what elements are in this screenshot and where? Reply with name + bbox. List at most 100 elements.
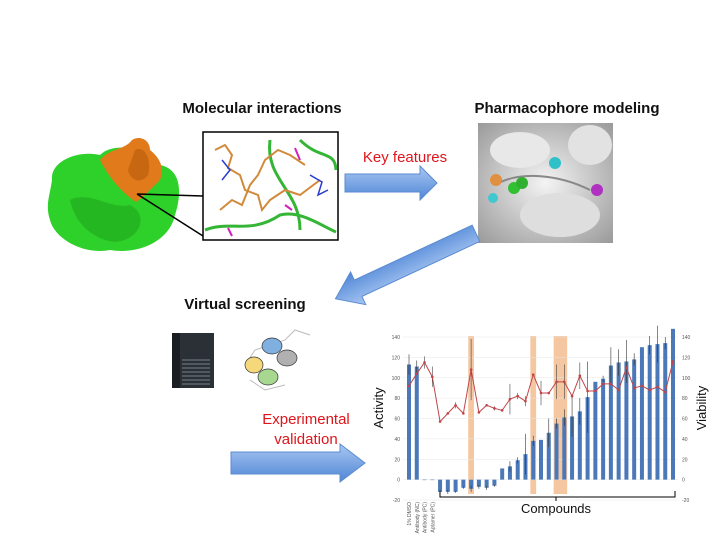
highlight-band [468,336,474,494]
x-axis-label-compounds: Compounds [521,501,592,516]
viability-point [493,407,496,410]
activity-bar [453,479,458,492]
y-tick-label: -20 [393,498,400,504]
viability-point [415,372,419,375]
control-label: Antibody (NC) [415,502,421,534]
activity-bar [407,364,411,480]
viability-point [430,375,434,379]
viability-point [663,390,667,394]
viability-point [671,360,675,363]
y2-tick-label: 80 [682,396,688,402]
activity-bar [570,416,575,480]
activity-bar [593,381,598,480]
activity-bar [546,432,551,480]
activity-bar [624,361,629,480]
activity-bar [484,479,489,488]
y2-tick-label: -20 [682,498,689,504]
title-molecular-interactions: Molecular interactions [182,100,341,117]
activity-bar [507,466,512,480]
experimental-label: Experimental [262,411,350,428]
activity-bar [655,344,660,480]
activity-bar [438,479,443,492]
viability-point [531,373,535,376]
viability-point [609,382,613,386]
activity-bar [515,460,520,480]
control-label: 1% DMSO [407,502,413,526]
compound-features-icon [244,329,311,391]
viability-point [539,391,543,395]
title-pharmacophore-modeling: Pharmacophore modeling [474,100,659,117]
activity-bar [469,479,474,489]
viability-point [438,420,442,423]
activity-bar [531,440,536,480]
y2-tick-label: 40 [682,437,688,443]
viability-point [640,384,644,388]
activity-bar [492,479,497,486]
activity-bar [562,417,567,480]
viability-point [617,388,620,392]
ligand-interaction-image [202,131,339,241]
control-label: Antibody (PC) [423,502,429,533]
y2-tick-label: 60 [682,417,688,423]
viability-point [555,380,558,384]
activity-bar [639,347,644,480]
y-tick-label: 140 [392,335,401,341]
activity-bar [422,479,427,481]
activity-bar [430,479,435,481]
y-tick-label: 60 [394,417,400,423]
server-icon [172,333,214,388]
activity-bar [663,343,668,480]
viability-point [454,403,457,407]
viability-point [524,399,527,403]
y-tick-label: 120 [392,355,401,361]
arrow-right-icon [344,164,438,202]
viability-point [625,366,628,369]
activity-bar [632,359,637,480]
arrow-down-left-icon [334,224,481,306]
viability-point [547,391,551,395]
control-label: Aptamer (PC) [430,502,436,533]
activity-bar [585,397,590,480]
y2-tick-label: 0 [682,478,685,484]
y-tick-label: 20 [394,457,400,463]
validation-label: validation [274,431,337,448]
activity-bar [414,366,419,480]
y2-tick-label: 120 [682,355,691,361]
activity-bar [577,411,582,480]
activity-bar [647,345,652,480]
viability-point [594,389,597,393]
viability-point [586,389,589,393]
activity-bar [500,468,505,480]
y-tick-label: 40 [394,437,400,443]
viability-point [477,411,481,414]
y2-tick-label: 140 [682,335,691,341]
activity-bar [445,479,450,492]
viability-point [570,394,574,398]
y-axis-label-activity: Activity [371,387,386,429]
activity-bar [601,378,606,480]
viability-point [508,397,512,401]
zoom-line-top [136,193,204,197]
viability-point [562,380,566,384]
viability-point [485,403,488,407]
highlight-band [530,336,537,494]
viability-point [423,361,426,364]
viability-point [500,409,504,412]
viability-point [578,374,582,378]
activity-bar [539,439,543,480]
viability-point [601,382,605,386]
y-tick-label: 100 [392,376,401,382]
viability-point [648,388,652,392]
activity-bar [476,479,481,487]
viability-point [632,386,636,390]
y-tick-label: 0 [397,478,400,484]
title-virtual-screening: Virtual screening [184,296,305,313]
activity-bar [671,328,675,480]
activity-bar [461,479,466,488]
viability-point [446,412,450,415]
protein-surface-image [47,138,180,251]
viability-point [656,385,659,389]
